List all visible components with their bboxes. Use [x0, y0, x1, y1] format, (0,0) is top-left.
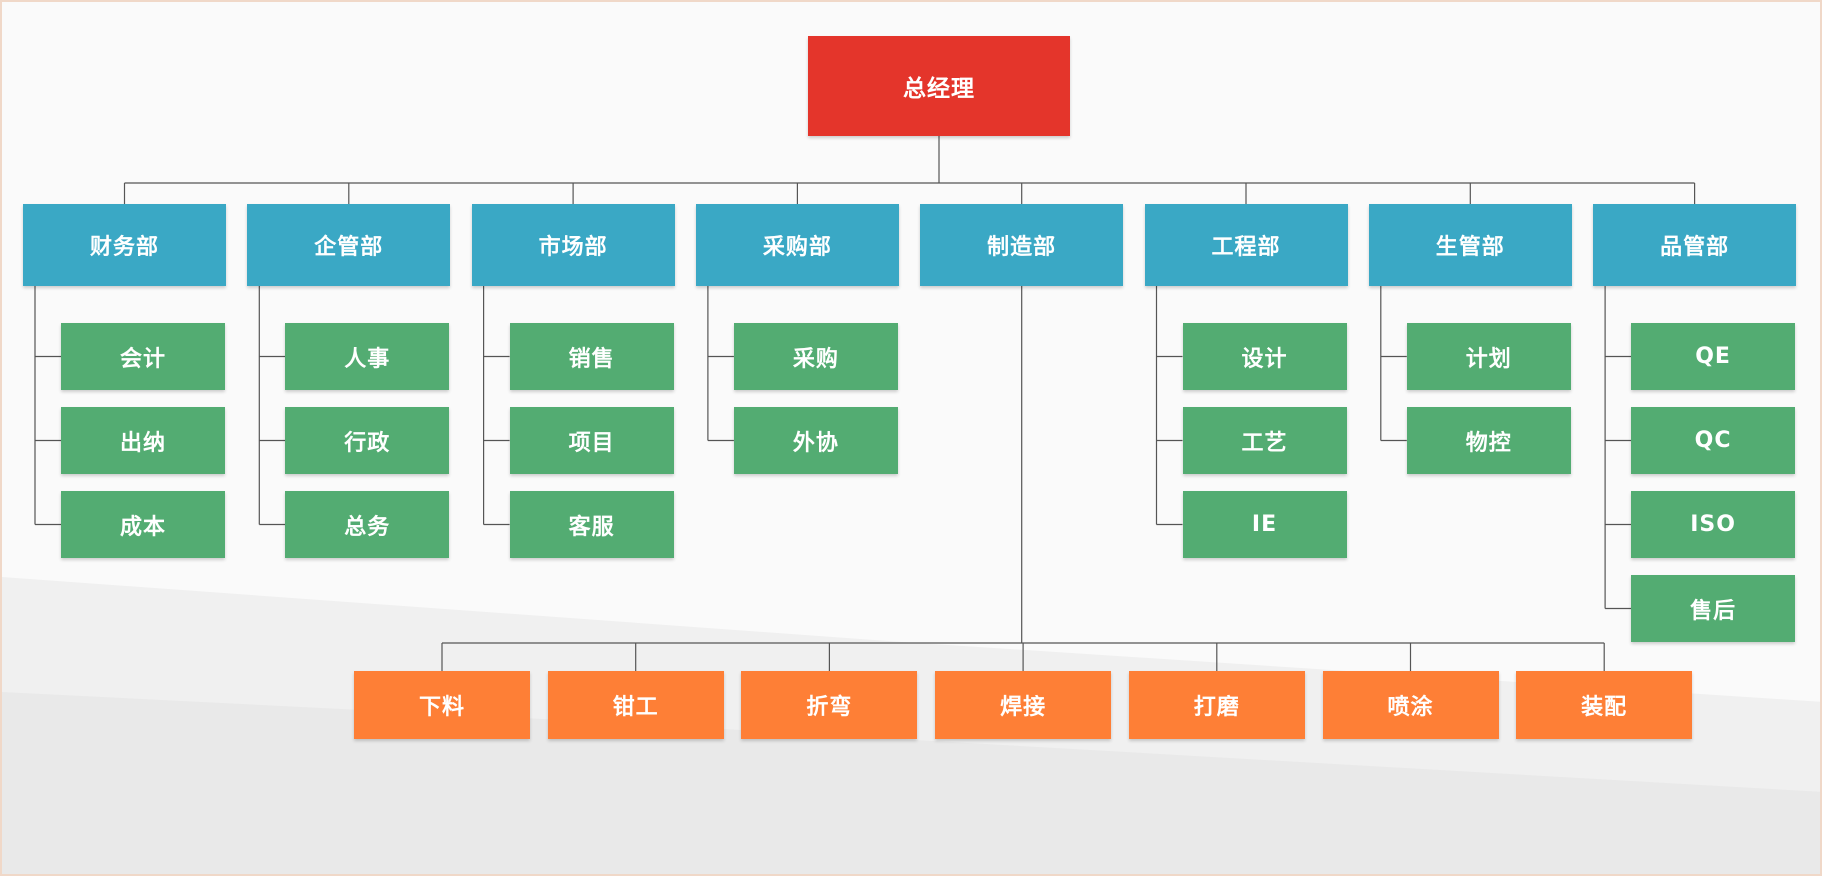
node-section[interactable]: 采购	[733, 323, 898, 390]
node-section[interactable]: ISO	[1631, 491, 1796, 558]
node-section[interactable]: 项目	[509, 407, 674, 474]
node-manufacturing-unit[interactable]: 打磨	[1128, 671, 1305, 739]
node-manufacturing-unit[interactable]: 折弯	[741, 671, 918, 739]
node-section[interactable]: 销售	[509, 323, 674, 390]
node-manufacturing-unit[interactable]: 钳工	[547, 671, 724, 739]
node-section[interactable]: 计划	[1406, 323, 1571, 390]
node-section[interactable]: IE	[1182, 491, 1347, 558]
node-section[interactable]: 行政	[285, 407, 450, 474]
node-section[interactable]: 总务	[285, 491, 450, 558]
node-section[interactable]: QC	[1631, 407, 1796, 474]
node-manufacturing-unit[interactable]: 喷涂	[1322, 671, 1499, 739]
node-department[interactable]: 工程部	[1144, 204, 1348, 286]
node-manufacturing-unit[interactable]: 装配	[1516, 671, 1693, 739]
node-department[interactable]: 财务部	[23, 204, 226, 286]
node-section[interactable]: 人事	[285, 323, 450, 390]
node-department[interactable]: 生管部	[1368, 204, 1572, 286]
node-manufacturing-unit[interactable]: 下料	[354, 671, 530, 739]
node-department[interactable]: 制造部	[920, 204, 1124, 286]
node-department[interactable]: 企管部	[247, 204, 451, 286]
node-department[interactable]: 采购部	[695, 204, 899, 286]
node-section[interactable]: 出纳	[61, 407, 225, 474]
node-section[interactable]: 工艺	[1182, 407, 1347, 474]
node-section[interactable]: 成本	[61, 491, 225, 558]
node-department[interactable]: 品管部	[1593, 204, 1797, 286]
node-section[interactable]: 客服	[509, 491, 674, 558]
node-section[interactable]: 设计	[1182, 323, 1347, 390]
node-department[interactable]: 市场部	[471, 204, 675, 286]
node-general-manager[interactable]: 总经理	[808, 36, 1070, 136]
node-section[interactable]: 售后	[1631, 575, 1796, 642]
node-manufacturing-unit[interactable]: 焊接	[935, 671, 1112, 739]
node-section[interactable]: 会计	[61, 323, 225, 390]
node-section[interactable]: 外协	[733, 407, 898, 474]
node-section[interactable]: 物控	[1406, 407, 1571, 474]
node-section[interactable]: QE	[1631, 323, 1796, 390]
